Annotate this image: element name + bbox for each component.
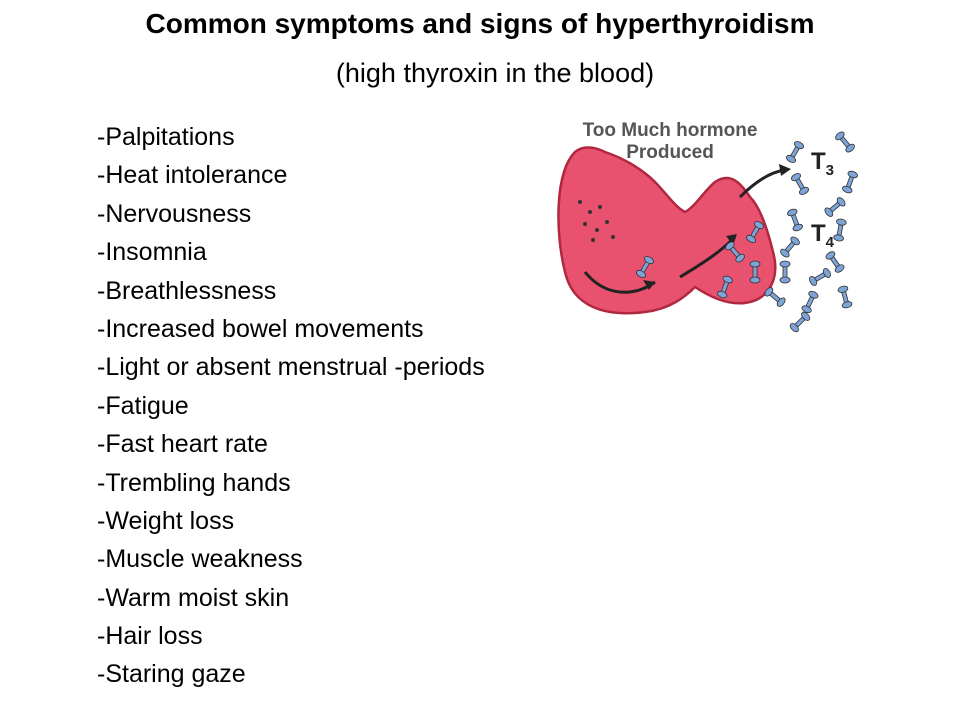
symptom-item: -Fatigue xyxy=(97,391,189,420)
gland-dots xyxy=(578,200,615,242)
symptom-item: -Fast heart rate xyxy=(97,430,268,459)
hormone-molecule-icon xyxy=(801,290,819,314)
illustration-caption: Too Much hormone Produced xyxy=(545,120,795,164)
hormone-molecules xyxy=(636,131,858,333)
hormone-molecule-icon xyxy=(789,311,811,333)
thyroid-gland-drawing xyxy=(557,131,858,333)
t4-label: T4 xyxy=(811,220,834,251)
hormone-molecule-icon xyxy=(842,170,858,194)
hormone-molecule-icon xyxy=(833,218,847,242)
hormone-molecule-icon xyxy=(749,260,761,284)
hormone-molecule-icon xyxy=(791,173,809,195)
t4-subscript: 4 xyxy=(825,233,835,251)
t4-letter: T xyxy=(811,220,826,247)
caption-line: Produced xyxy=(626,142,714,163)
hormone-molecule-icon xyxy=(824,197,846,217)
symptom-item: -Increased bowel movements xyxy=(97,314,424,343)
t3-label: T3 xyxy=(811,148,834,179)
symptom-item: -Insomnia xyxy=(97,238,207,267)
hormone-molecule-icon xyxy=(787,208,803,232)
symptom-item: -Warm moist skin xyxy=(97,583,290,612)
symptom-item: -Nervousness xyxy=(97,199,252,228)
page-subtitle: (high thyroxin in the blood) xyxy=(335,58,655,88)
arrowhead-icon xyxy=(726,234,737,245)
hormone-molecule-icon xyxy=(835,131,855,153)
symptom-item: -Weight loss xyxy=(97,506,235,535)
symptom-item: -Hair loss xyxy=(97,622,203,651)
t3-subscript: 3 xyxy=(825,161,835,179)
caption-line: Too Much hormone xyxy=(582,120,758,141)
hormone-molecule-icon xyxy=(636,256,654,278)
hormone-molecule-icon xyxy=(746,221,764,243)
page-title: Common symptoms and signs of hyperthyroi… xyxy=(145,8,815,39)
symptom-item: -Trembling hands xyxy=(97,468,291,497)
hormone-molecule-icon xyxy=(786,141,804,163)
hormone-molecule-icon xyxy=(725,241,745,263)
symptom-list: -Palpitations -Heat intolerance -Nervous… xyxy=(97,118,485,694)
symptom-item: -Breathlessness xyxy=(97,276,277,305)
hormone-molecule-icon xyxy=(809,268,831,286)
hormone-molecule-icon xyxy=(780,236,800,258)
symptom-item: -Light or absent menstrual -periods xyxy=(97,353,485,382)
symptom-item: -Palpitations xyxy=(97,123,235,151)
hormone-molecule-icon xyxy=(779,260,791,284)
symptom-item: -Heat intolerance xyxy=(97,161,288,190)
hormone-molecule-icon xyxy=(825,251,845,273)
hormone-molecule-icon xyxy=(837,285,853,309)
arrowhead-icon xyxy=(779,164,791,176)
symptom-item: -Staring gaze xyxy=(97,660,246,689)
symptom-item: -Muscle weakness xyxy=(97,545,303,574)
hormone-molecule-icon xyxy=(764,287,786,307)
arrowhead-icon xyxy=(643,280,655,290)
thyroid-gland xyxy=(557,146,777,315)
hormone-molecule-icon xyxy=(717,275,733,299)
t3-letter: T xyxy=(811,148,826,175)
thyroid-illustration: Too Much hormone Produced T3 T4 xyxy=(545,112,875,342)
